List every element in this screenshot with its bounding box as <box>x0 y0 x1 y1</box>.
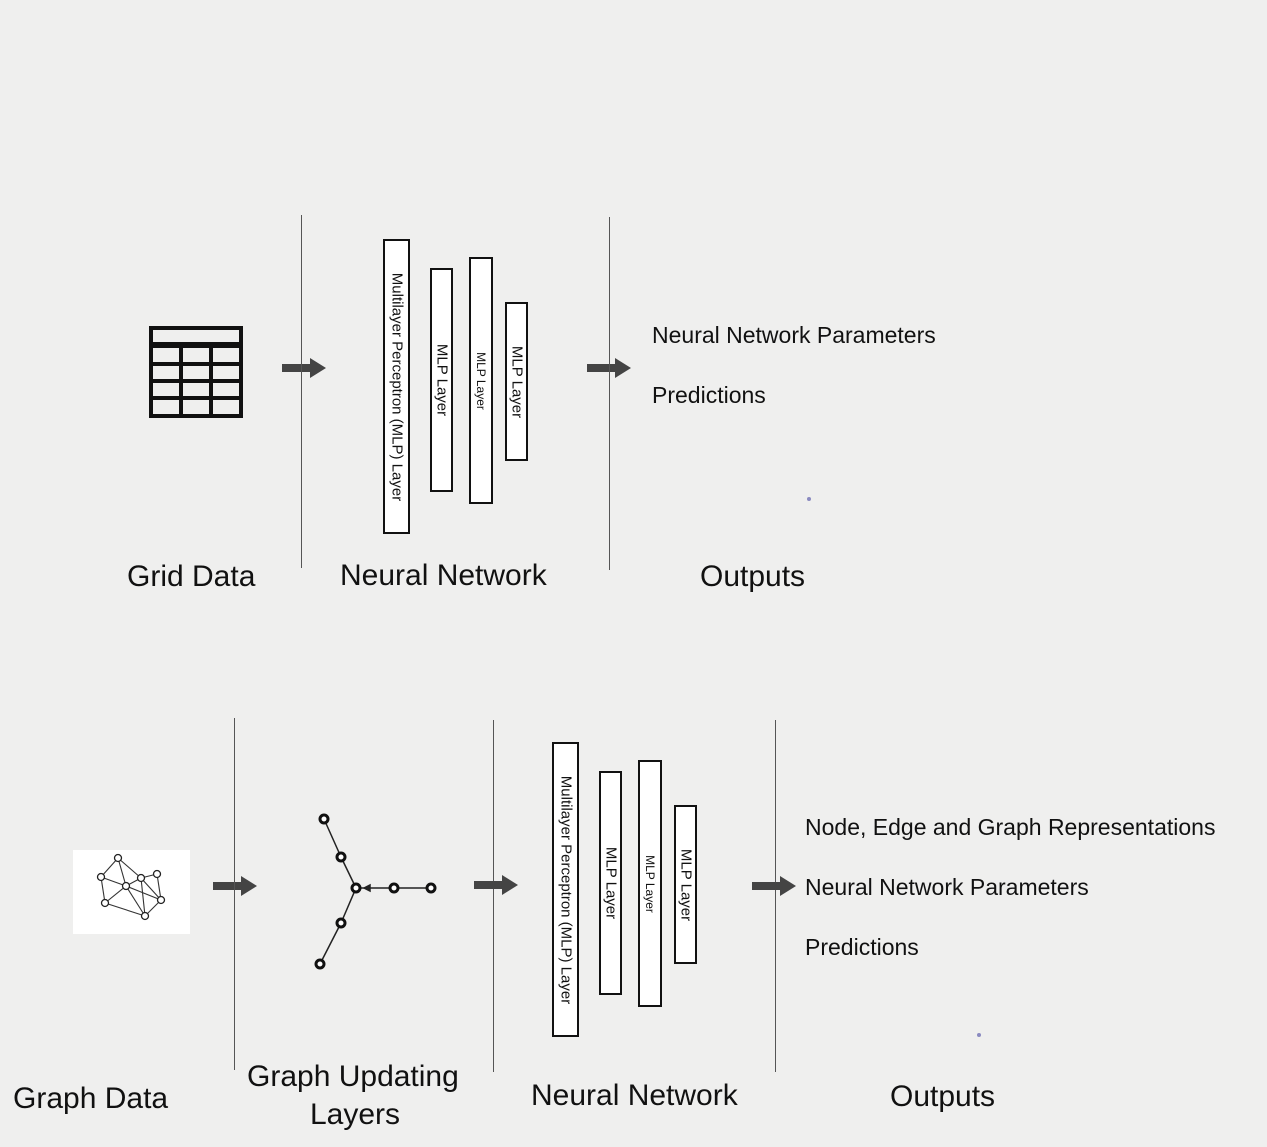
divider <box>609 217 610 570</box>
mlp-main-layer: Multilayer Perceptron (MLP) Layer <box>552 742 579 1037</box>
arrow-right-icon <box>213 876 257 896</box>
mlp-layer: MLP Layer <box>599 771 622 995</box>
divider <box>234 718 235 1070</box>
output-item: Predictions <box>652 382 766 408</box>
divider <box>301 215 302 568</box>
output-item: Neural Network Parameters <box>805 874 1089 900</box>
mlp-layer: MLP Layer <box>505 302 528 461</box>
input-label: Grid Data <box>127 560 256 593</box>
mlp-layer: MLP Layer <box>430 268 453 492</box>
network-label: Neural Network <box>531 1079 738 1112</box>
graph-layers-label: Graph Updating <box>247 1060 459 1093</box>
output-item: Node, Edge and Graph Representations <box>805 814 1216 840</box>
grid-table-icon <box>149 326 243 418</box>
divider <box>493 720 494 1072</box>
arrow-right-icon <box>752 876 796 896</box>
outputs-label: Outputs <box>700 560 806 593</box>
mlp-layer: MLP Layer <box>469 257 493 504</box>
mlp-layer: MLP Layer <box>674 805 697 964</box>
dot <box>807 497 811 501</box>
layer-label: MLP Layer <box>508 345 525 418</box>
graph-layers-label: Layers <box>310 1098 401 1131</box>
layer-label: Multilayer Perceptron (MLP) Layer <box>557 775 574 1004</box>
layer-label: MLP Layer <box>602 846 619 920</box>
graph-network-icon <box>73 850 190 934</box>
arrow-right-icon <box>282 358 326 378</box>
dot <box>977 1033 981 1037</box>
input-label: Graph Data <box>13 1082 169 1115</box>
layer-label: MLP Layer <box>677 848 694 921</box>
layer-label: MLP Layer <box>474 351 488 410</box>
layer-label: Multilayer Perceptron (MLP) Layer <box>388 272 405 501</box>
output-item: Neural Network Parameters <box>652 322 936 348</box>
arrow-right-icon <box>474 875 518 895</box>
network-label: Neural Network <box>340 559 547 592</box>
mlp-main-layer: Multilayer Perceptron (MLP) Layer <box>383 239 410 534</box>
arrow-right-icon <box>587 358 631 378</box>
graph-message-passing-icon <box>314 813 437 970</box>
divider <box>775 720 776 1072</box>
layer-label: MLP Layer <box>643 854 657 913</box>
layer-label: MLP Layer <box>433 343 450 417</box>
mlp-layer: MLP Layer <box>638 760 662 1007</box>
outputs-label: Outputs <box>890 1080 996 1113</box>
output-item: Predictions <box>805 934 919 960</box>
